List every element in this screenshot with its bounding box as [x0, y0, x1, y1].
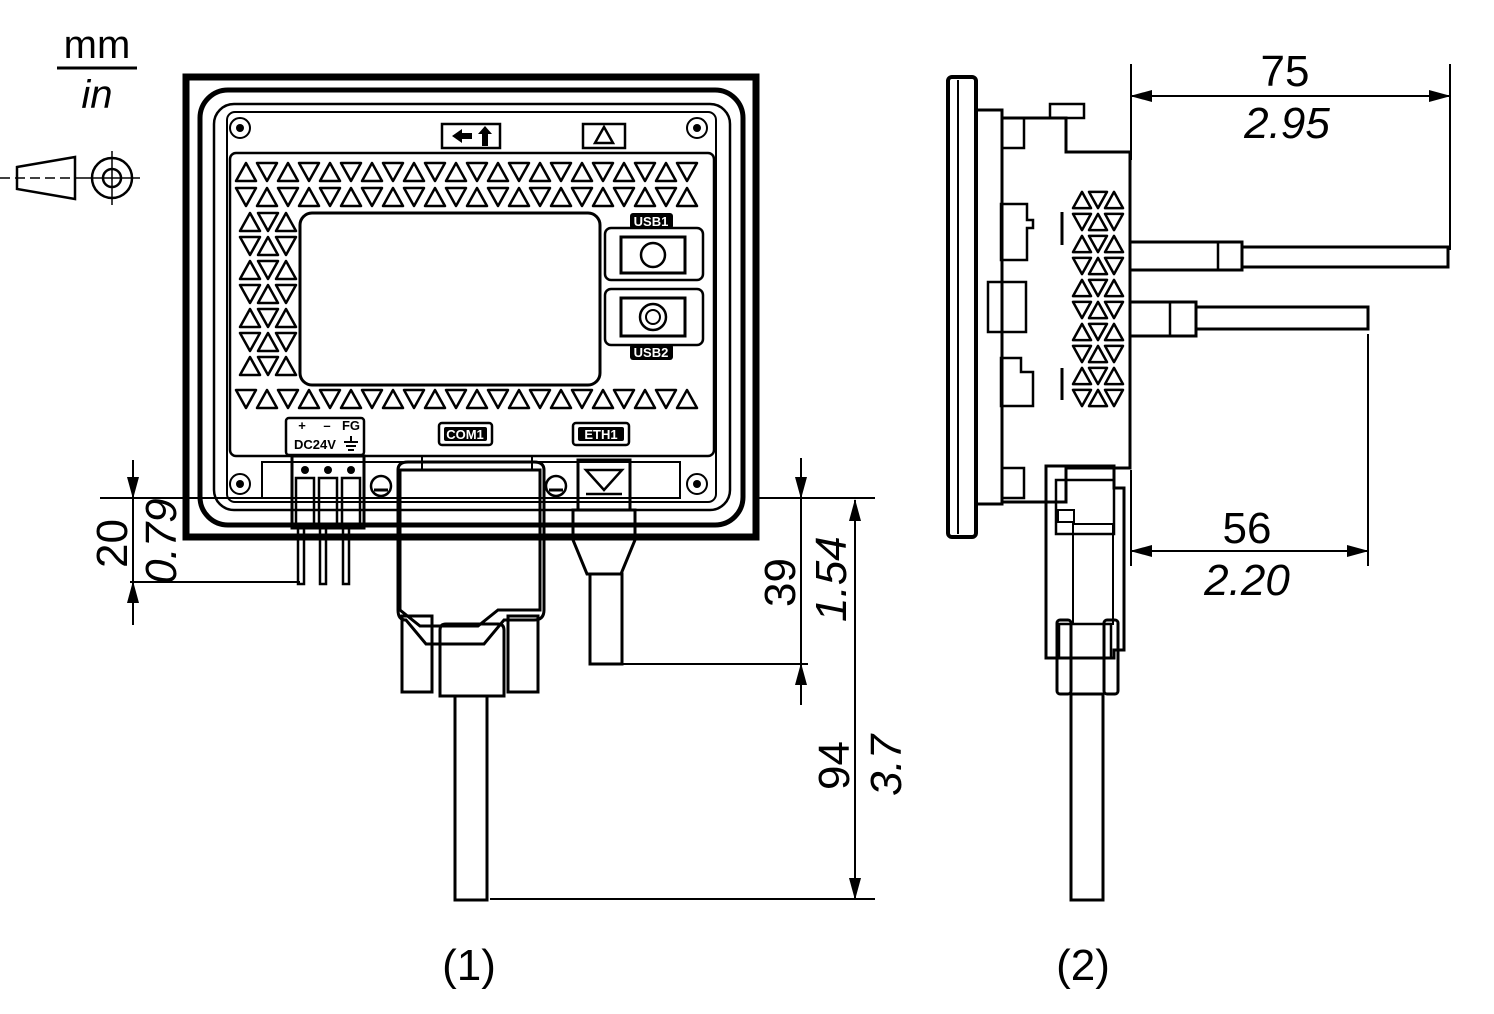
dimension-94: 94 3.7: [490, 499, 911, 900]
unit-in-label: in: [81, 73, 112, 117]
front-view: USB1 USB2 + – FG DC24V COM1 ETH1: [88, 73, 911, 990]
com1-connector: [396, 455, 546, 902]
side-view-caption: (2): [1056, 941, 1110, 990]
dim-94-in: 3.7: [862, 733, 911, 796]
dim-39-mm: 39: [756, 558, 805, 607]
power-connector: [290, 454, 366, 586]
warning-icon: [581, 122, 627, 150]
bezel-outline: [182, 73, 760, 541]
corner-screws: [229, 117, 708, 495]
units-legend: mm in: [57, 23, 137, 117]
usb2-port: USB2: [603, 287, 705, 360]
dimension-20: 20 0.79: [88, 460, 300, 625]
dim-20-mm: 20: [88, 519, 137, 568]
usb1-port: USB1: [603, 213, 705, 282]
eth1-label: ETH1: [584, 427, 617, 442]
dimension-39: 39 1.54: [622, 458, 875, 705]
eth1-label-box: [571, 421, 631, 447]
label-window: [298, 211, 602, 387]
dim-75-mm: 75: [1261, 47, 1310, 96]
dim-94-mm: 94: [810, 741, 859, 790]
side-ventilation: [1071, 190, 1125, 408]
eth1-connector: [571, 458, 637, 666]
power-minus-label: –: [323, 418, 330, 433]
projection-symbol-icon: [0, 151, 140, 205]
dim-56-mm: 56: [1223, 504, 1272, 553]
fg-label: FG: [342, 418, 360, 433]
dim-39-in: 1.54: [807, 536, 856, 622]
com1-label: COM1: [446, 427, 484, 442]
com1-label-box: [437, 421, 494, 447]
dim-20-in: 0.79: [137, 498, 186, 584]
orientation-icon: [440, 122, 502, 150]
dim-75-in: 2.95: [1243, 99, 1330, 148]
side-view: 75 2.95 56 2.20 (2): [946, 47, 1451, 990]
front-view-caption: (1): [442, 941, 496, 990]
ventilation-grid: [234, 161, 699, 410]
side-bottom-connectors: [1044, 464, 1126, 902]
usb1-label: USB1: [634, 214, 669, 229]
dim-56-in: 2.20: [1203, 556, 1290, 605]
dimension-56: 56 2.20: [1130, 334, 1369, 605]
power-plus-label: +: [298, 418, 306, 433]
dc24v-label: DC24V: [294, 437, 336, 452]
usb2-label: USB2: [634, 345, 669, 360]
ground-icon: [344, 436, 358, 451]
dimension-75: 75 2.95: [1130, 47, 1451, 250]
unit-mm-label: mm: [64, 23, 131, 67]
side-usb-cables: [1128, 240, 1450, 338]
